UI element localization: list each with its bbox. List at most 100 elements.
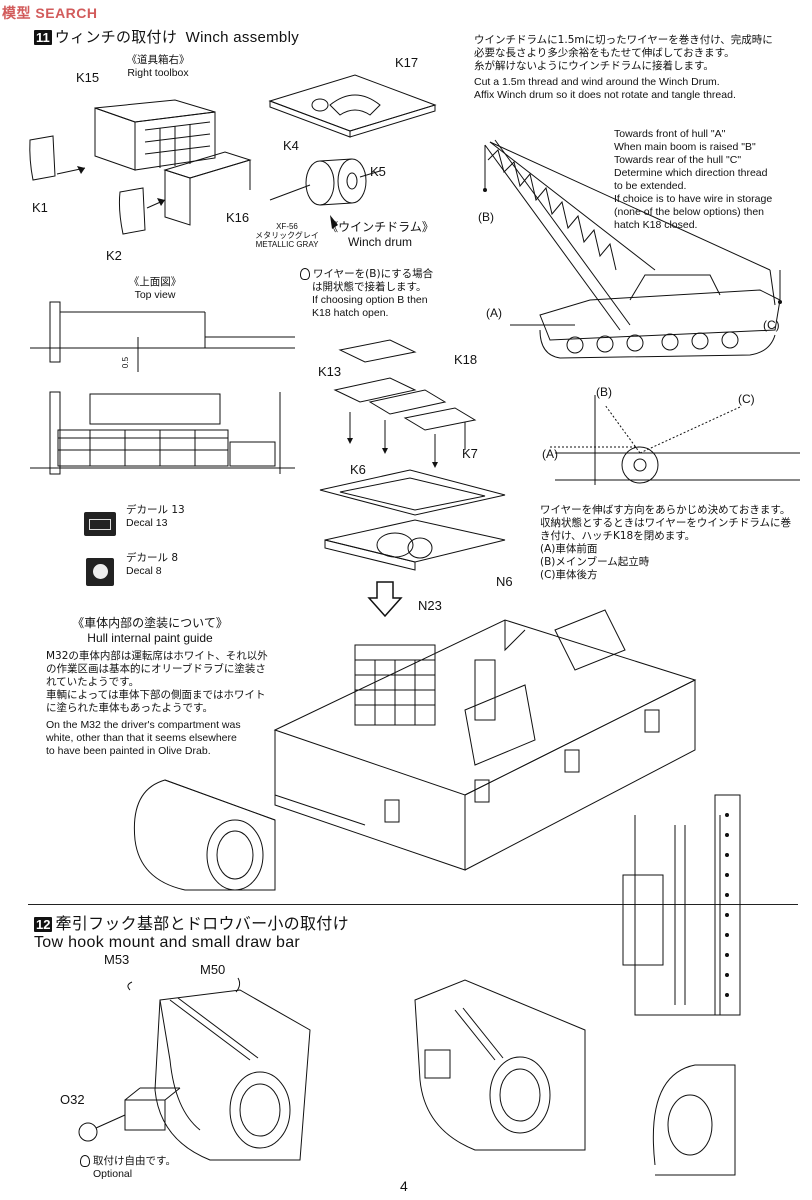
part-label-k4: K4: [283, 138, 299, 153]
toolbox-title-jp: 《道具箱右》: [126, 54, 190, 66]
winch-drum-title-jp: 《ウインチドラム》: [326, 220, 434, 234]
wire-direction-diagram: [550, 395, 800, 485]
optional-icon: [300, 268, 310, 280]
part-label-k15: K15: [76, 70, 100, 85]
part-label-k13: K13: [318, 364, 342, 379]
winch-note-jp-2: 必要な長さより多少余裕をもたせて伸ばしておきます。: [474, 47, 735, 59]
part-label-k18: K18: [454, 352, 478, 367]
top-view-title-en: Top view: [134, 289, 176, 301]
direction-note-line-7: (none of the below options) then: [614, 206, 765, 218]
option-b-note: ワイヤーを(B)にする場合 は開状態で接着します。 If choosing op…: [300, 268, 480, 320]
direction-jp-line-3: き付け、ハッチK18を閉めます。: [540, 530, 696, 542]
tow-hook-detail-drawing: [622, 794, 741, 1176]
winch-drum-drawing: [268, 74, 437, 229]
step-title-jp: ウィンチの取付け: [54, 28, 178, 46]
toolbox-drawing: [29, 99, 252, 235]
winch-note-jp-3: 糸が解けないようにウインチドラムに接着します。: [474, 60, 714, 72]
direction-note-line-6: If choice is to have wire in storage: [614, 193, 773, 205]
label-c-diagram: (C): [738, 392, 755, 406]
top-view-drawing: [30, 301, 295, 475]
optional-en: Optional: [93, 1168, 133, 1180]
direction-jp-line-1: ワイヤーを伸ばす方向をあらかじめ決めておきます。: [540, 504, 791, 516]
paint-callout: XF-56 メタリックグレイ METALLIC GRAY: [252, 222, 322, 249]
hull-guide-title-jp: 《車体内部の塗装について》: [72, 616, 228, 630]
direction-note-line-8: hatch K18 closed.: [614, 219, 698, 231]
part-label-m50: M50: [200, 962, 226, 977]
label-c-crane: (C): [763, 318, 780, 332]
decal-13-swatch: [84, 512, 116, 536]
part-label-k2: K2: [106, 248, 122, 263]
watermark: 模型 SEARCH: [2, 5, 98, 21]
part-label-k1: K1: [32, 200, 48, 215]
direction-note: Towards front of hull "A" When main boom…: [614, 128, 804, 232]
option-b-en-2: K18 hatch open.: [312, 307, 389, 319]
part-label-k6: K6: [350, 462, 366, 477]
direction-jp-note: ワイヤーを伸ばす方向をあらかじめ決めておきます。 収納状態とするときはワイヤーを…: [540, 504, 805, 582]
direction-note-line-5: to be extended.: [614, 180, 687, 192]
option-b-jp-2: は開状態で接着します。: [312, 281, 427, 293]
decal-13-en: Decal 13: [126, 517, 168, 529]
crane-tank-drawing: [483, 139, 782, 359]
direction-note-line-4: Determine which direction thread: [614, 167, 768, 179]
option-b-jp-1: ワイヤーを(B)にする場合: [300, 268, 480, 281]
hull-guide-title-en: Hull internal paint guide: [87, 631, 213, 645]
toolbox-title-en: Right toolbox: [127, 67, 189, 79]
tow-hook-drawing-left: [78, 977, 311, 1161]
hull-guide-heading: 《車体内部の塗装について》 Hull internal paint guide: [60, 614, 240, 645]
winch-drum-heading: 《ウインチドラム》 Winch drum: [325, 218, 435, 249]
assembly-arrow-icon: [367, 581, 403, 618]
section-divider: [28, 904, 798, 905]
optional-jp: 取付け自由です。: [80, 1155, 176, 1168]
option-b-en-1: If choosing option B then: [312, 294, 428, 306]
winch-drum-title-en: Winch drum: [347, 235, 412, 249]
step-title-jp: 牽引フック基部とドロウバー小の取付け: [55, 914, 349, 933]
part-label-n23: N23: [418, 598, 442, 613]
hull-guide-jp-2: の作業区画は基本的にオリーブドラブに塗装さ: [46, 663, 266, 675]
label-a-crane: (A): [486, 306, 502, 320]
hatch-assembly-drawing: [319, 339, 506, 571]
direction-note-line-1: Towards front of hull "A": [614, 128, 726, 140]
winch-note-en-2: Affix Winch drum so it does not rotate a…: [474, 89, 736, 101]
toolbox-heading: 《道具箱右》 Right toolbox: [108, 54, 208, 80]
part-label-k17: K17: [395, 55, 419, 70]
hull-guide-en-2: white, other than that it seems elsewher…: [46, 732, 237, 744]
label-b-crane: (B): [478, 210, 494, 224]
top-view-title-jp: 《上面図》: [128, 276, 182, 288]
decal-8-jp: デカール 8: [126, 552, 179, 564]
paint-name-jp: メタリックグレイ: [255, 231, 319, 240]
direction-jp-line-6: (C)車体後方: [540, 569, 598, 581]
direction-note-line-2: When main boom is raised "B": [614, 141, 756, 153]
winch-note: ウインチドラムに1.5mに切ったワイヤーを巻き付け、完成時に 必要な長さより多少…: [474, 34, 794, 102]
decal-8-en: Decal 8: [126, 565, 162, 577]
top-view-heading: 《上面図》 Top view: [105, 276, 205, 302]
direction-jp-line-2: 収納状態とするときはワイヤーをウインチドラムに巻: [540, 517, 792, 529]
step-title-en: Tow hook mount and small draw bar: [34, 934, 301, 951]
winch-note-en-1: Cut a 1.5m thread and wind around the Wi…: [474, 76, 720, 88]
hull-interior-drawing: [133, 609, 697, 891]
paint-code: XF-56: [276, 222, 298, 231]
hull-guide-jp-4: 車輌によっては車体下部の側面まではホワイト: [46, 689, 266, 701]
decal-8-label: デカール 8 Decal 8: [126, 552, 178, 578]
hull-guide-text: M32の車体内部は運転席はホワイト、それ以外 の作業区画は基本的にオリーブドラブ…: [46, 650, 286, 758]
hull-guide-jp-3: れていたようです。: [46, 676, 140, 688]
direction-note-line-3: Towards rear of the hull "C": [614, 154, 742, 166]
tow-hook-drawing-right: [414, 979, 586, 1151]
hull-guide-en-1: On the M32 the driver's compartment was: [46, 719, 241, 731]
optional-icon: [80, 1155, 90, 1167]
label-b-diagram: (B): [596, 385, 612, 399]
part-label-m53: M53: [104, 952, 130, 967]
decal-13-label: デカール 13 Decal 13: [126, 504, 185, 530]
hull-guide-jp-5: に塗られた車体もあったようです。: [46, 702, 213, 714]
part-label-k16: K16: [226, 210, 250, 225]
part-label-k7: K7: [462, 446, 478, 461]
label-a-diagram: (A): [542, 447, 558, 461]
part-label-o32: O32: [60, 1092, 85, 1107]
direction-jp-line-5: (B)メインブーム起立時: [540, 556, 650, 568]
optional-note: 取付け自由です。 Optional: [80, 1155, 176, 1181]
hull-guide-en-3: to have been painted in Olive Drab.: [46, 745, 211, 757]
direction-jp-line-4: (A)車体前面: [540, 543, 598, 555]
step-number: 12: [34, 917, 53, 932]
